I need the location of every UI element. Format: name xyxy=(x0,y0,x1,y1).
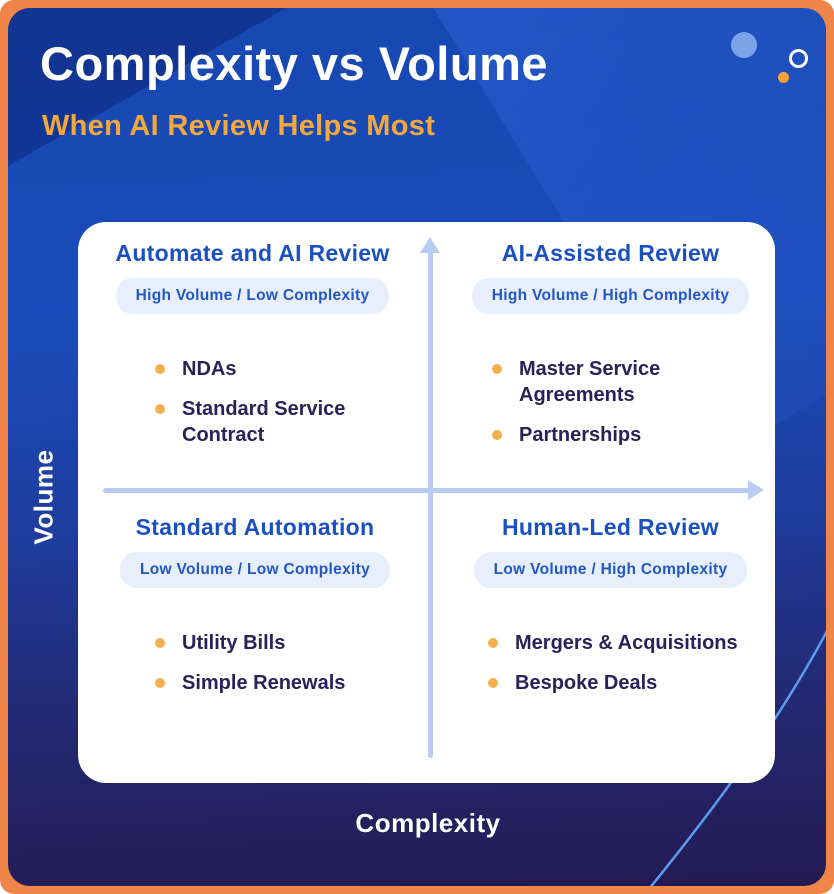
list-item-label: Partnerships xyxy=(519,424,642,446)
matrix-card xyxy=(78,222,775,783)
list-item-label: Simple Renewals xyxy=(182,672,346,694)
x-axis-label: Complexity xyxy=(355,808,501,838)
list-item: Utility Bills xyxy=(155,630,405,656)
list-item: NDAs xyxy=(155,356,400,382)
y-axis-label: Volume xyxy=(28,449,59,545)
y-axis-arrowhead-icon xyxy=(420,237,440,253)
quadrant-item-list: Mergers & Acquisitions Bespoke Deals xyxy=(488,630,763,696)
background-panel: Complexity vs Volume When AI Review Help… xyxy=(8,8,826,886)
list-item: Mergers & Acquisitions xyxy=(488,630,763,656)
list-item-label: Mergers & Acquisitions xyxy=(515,632,738,654)
bullet-dot-icon xyxy=(488,678,498,688)
list-item: Simple Renewals xyxy=(155,670,405,696)
page-subtitle: When AI Review Helps Most xyxy=(42,110,436,142)
bullet-dot-icon xyxy=(492,364,502,374)
quadrant-item-list: Master Service Agreements Partnerships xyxy=(492,356,759,448)
quadrant-badge: Low Volume / Low Complexity xyxy=(120,552,390,588)
quadrant-ai-assisted-review: AI-Assisted Review High Volume / High Co… xyxy=(462,240,759,448)
list-item-label: Master Service Agreements xyxy=(519,358,661,406)
page-title: Complexity vs Volume xyxy=(40,37,548,90)
orange-dot-decoration xyxy=(778,72,789,83)
list-item-label: Standard Service Contract xyxy=(182,398,346,446)
x-axis-line xyxy=(103,488,751,493)
quadrant-item-list: NDAs Standard Service Contract xyxy=(155,356,400,448)
list-item-label: NDAs xyxy=(182,358,237,380)
y-axis-line xyxy=(428,250,433,758)
filled-circle-decoration xyxy=(731,32,757,58)
list-item-label: Utility Bills xyxy=(182,632,286,654)
bullet-dot-icon xyxy=(488,638,498,648)
quadrant-title: Standard Automation xyxy=(135,514,375,540)
quadrant-standard-automation: Standard Automation Low Volume / Low Com… xyxy=(105,514,405,696)
quadrant-title: Human-Led Review xyxy=(502,514,719,540)
quadrant-title: AI-Assisted Review xyxy=(501,240,720,266)
quadrant-badge: High Volume / High Complexity xyxy=(471,278,750,314)
list-item: Standard Service Contract xyxy=(155,396,400,448)
quadrant-automate-and-ai-review: Automate and AI Review High Volume / Low… xyxy=(105,240,400,448)
list-item: Bespoke Deals xyxy=(488,670,763,696)
bullet-dot-icon xyxy=(155,678,165,688)
quadrant-item-list: Utility Bills Simple Renewals xyxy=(155,630,405,696)
list-item: Master Service Agreements xyxy=(492,356,759,408)
bullet-dot-icon xyxy=(155,364,165,374)
bullet-dot-icon xyxy=(155,638,165,648)
list-item: Partnerships xyxy=(492,422,759,448)
quadrant-human-led-review: Human-Led Review Low Volume / High Compl… xyxy=(458,514,763,696)
bullet-dot-icon xyxy=(492,430,502,440)
x-axis-arrowhead-icon xyxy=(748,480,764,500)
list-item-label: Bespoke Deals xyxy=(515,672,658,694)
quadrant-badge: High Volume / Low Complexity xyxy=(115,278,390,314)
quadrant-title: Automate and AI Review xyxy=(115,240,390,266)
quadrant-badge: Low Volume / High Complexity xyxy=(473,552,748,588)
bullet-dot-icon xyxy=(155,404,165,414)
ring-circle-decoration xyxy=(789,49,808,68)
